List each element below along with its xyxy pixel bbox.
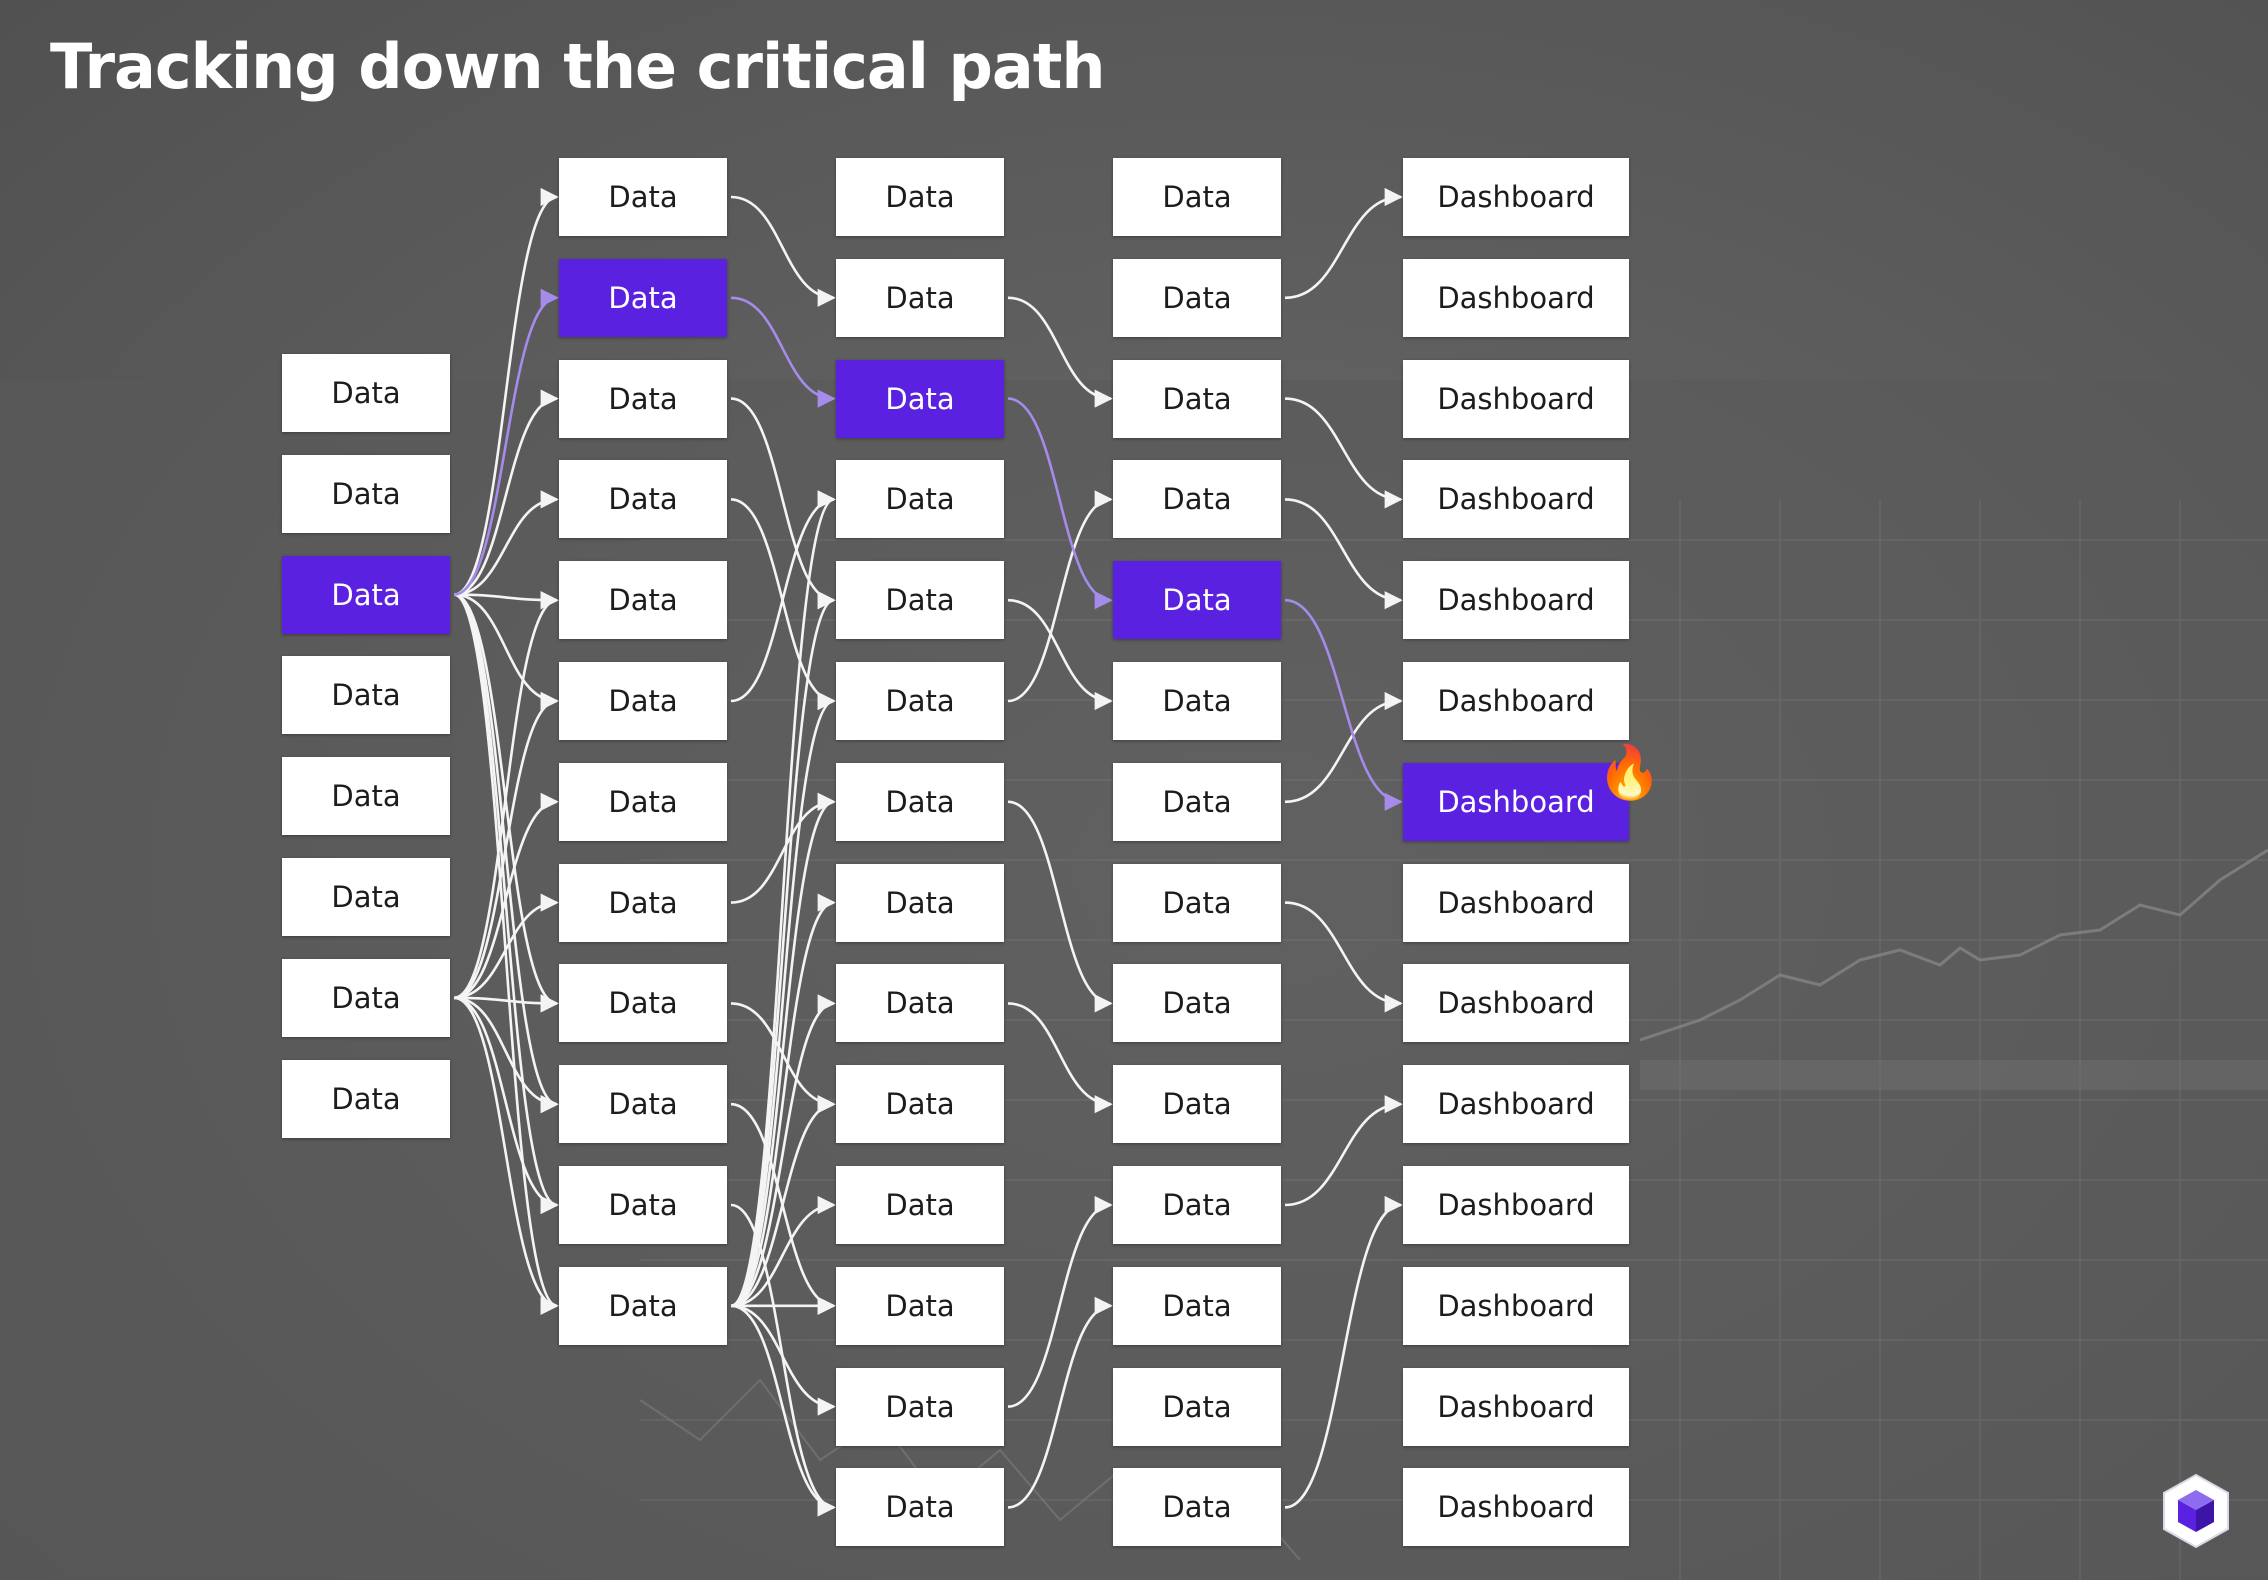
data-node[interactable]: Data <box>836 1065 1004 1144</box>
critical-data-node[interactable]: Data <box>1113 561 1281 640</box>
data-node[interactable]: Data <box>559 863 727 942</box>
critical-data-node[interactable]: Data <box>282 555 450 634</box>
dashboard-node[interactable]: Dashboard <box>1403 258 1629 337</box>
data-node[interactable]: Data <box>282 454 450 533</box>
data-node[interactable]: Data <box>836 762 1004 841</box>
data-node[interactable]: Data <box>282 1059 450 1138</box>
data-node[interactable]: Data <box>559 964 727 1043</box>
data-node[interactable]: Data <box>559 762 727 841</box>
data-node[interactable]: Data <box>559 460 727 539</box>
critical-data-node[interactable]: Data <box>836 359 1004 438</box>
data-node[interactable]: Data <box>836 1266 1004 1345</box>
data-node[interactable]: Data <box>282 958 450 1037</box>
data-node[interactable]: Data <box>1113 258 1281 337</box>
dashboard-node[interactable]: Dashboard <box>1403 158 1629 236</box>
data-node[interactable]: Data <box>836 1468 1004 1547</box>
data-node[interactable]: Data <box>1113 863 1281 942</box>
data-node[interactable]: Data <box>1113 1166 1281 1244</box>
dashboard-node[interactable]: Dashboard <box>1403 561 1629 640</box>
fire-emoji-icon: 🔥 <box>1597 742 1662 803</box>
data-node[interactable]: Data <box>836 258 1004 337</box>
dashboard-node[interactable]: Dashboard <box>1403 662 1629 740</box>
critical-dashboard-node[interactable]: Dashboard <box>1403 762 1629 841</box>
data-node[interactable]: Data <box>1113 359 1281 438</box>
critical-data-node[interactable]: Data <box>559 258 727 337</box>
data-node[interactable]: Data <box>282 354 450 432</box>
data-node[interactable]: Data <box>282 656 450 735</box>
dashboard-node[interactable]: Dashboard <box>1403 1166 1629 1244</box>
data-node[interactable]: Data <box>282 858 450 936</box>
data-node[interactable]: Data <box>836 460 1004 539</box>
data-node[interactable]: Data <box>836 964 1004 1043</box>
dashboard-node[interactable]: Dashboard <box>1403 359 1629 438</box>
cube-logo-icon <box>2163 1473 2229 1549</box>
dashboard-node[interactable]: Dashboard <box>1403 1367 1629 1446</box>
dashboard-node[interactable]: Dashboard <box>1403 863 1629 942</box>
data-node[interactable]: Data <box>282 757 450 836</box>
data-node[interactable]: Data <box>836 561 1004 640</box>
dashboard-node[interactable]: Dashboard <box>1403 460 1629 539</box>
dashboard-node[interactable]: Dashboard <box>1403 1266 1629 1345</box>
data-node[interactable]: Data <box>559 1166 727 1244</box>
data-node[interactable]: Data <box>559 1266 727 1345</box>
data-node[interactable]: Data <box>836 863 1004 942</box>
data-node[interactable]: Data <box>1113 460 1281 539</box>
data-node[interactable]: Data <box>559 662 727 740</box>
data-node[interactable]: Data <box>559 359 727 438</box>
data-node[interactable]: Data <box>1113 1065 1281 1144</box>
dashboard-node[interactable]: Dashboard <box>1403 1065 1629 1144</box>
data-node[interactable]: Data <box>836 1166 1004 1244</box>
data-node[interactable]: Data <box>559 158 727 236</box>
dashboard-node[interactable]: Dashboard <box>1403 1468 1629 1547</box>
data-node[interactable]: Data <box>836 1367 1004 1446</box>
data-node[interactable]: Data <box>559 1065 727 1144</box>
data-node[interactable]: Data <box>1113 1266 1281 1345</box>
data-node[interactable]: Data <box>836 158 1004 236</box>
page-title: Tracking down the critical path <box>50 30 1106 103</box>
data-node[interactable]: Data <box>1113 1468 1281 1547</box>
data-node[interactable]: Data <box>1113 158 1281 236</box>
dashboard-node[interactable]: Dashboard <box>1403 964 1629 1043</box>
data-node[interactable]: Data <box>1113 662 1281 740</box>
data-node[interactable]: Data <box>1113 762 1281 841</box>
data-node[interactable]: Data <box>1113 964 1281 1043</box>
data-node[interactable]: Data <box>559 561 727 640</box>
data-node[interactable]: Data <box>836 662 1004 740</box>
data-node[interactable]: Data <box>1113 1367 1281 1446</box>
